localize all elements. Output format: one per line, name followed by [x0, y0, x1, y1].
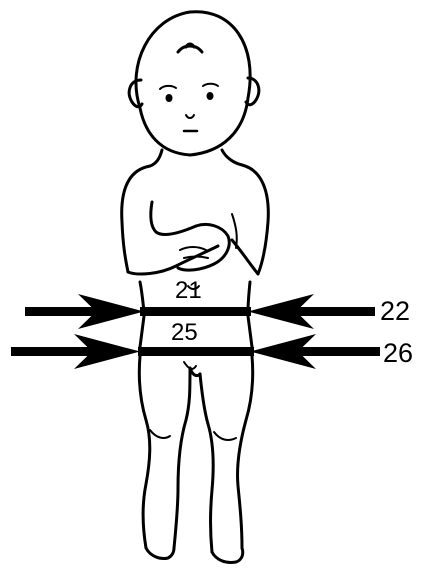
left-leg-inner [174, 368, 190, 548]
right-foot [212, 548, 243, 563]
left-knee [150, 430, 170, 438]
legs [139, 356, 253, 563]
nose [186, 115, 194, 118]
upper-torso-label: 21 [175, 279, 202, 303]
lower-torso-label: 25 [171, 321, 198, 345]
head [129, 12, 259, 155]
left-elbow [151, 202, 196, 234]
crotch-detail [184, 362, 196, 369]
left-shoulder-side [122, 166, 150, 272]
hair-curl [178, 44, 202, 52]
right-knee [214, 432, 236, 440]
lower-band [138, 347, 254, 356]
lower-arrow-label: 26 [383, 340, 413, 367]
left-eye [166, 94, 173, 102]
left-foot [146, 548, 174, 559]
left-eyebrow [160, 86, 176, 89]
left-leg-outer [139, 356, 150, 548]
band-region-right [248, 316, 252, 347]
right-eye [207, 92, 214, 100]
band-region-left [140, 316, 144, 347]
right-leg-inner [200, 374, 213, 552]
upper-arrow-label: 22 [380, 298, 410, 325]
upper-band [140, 307, 251, 316]
neck-right [222, 150, 242, 165]
folded-arms [128, 202, 258, 274]
right-leg-outer [237, 356, 252, 548]
neck-left [150, 150, 162, 166]
right-eyebrow [203, 84, 218, 86]
head-outline [136, 12, 250, 155]
